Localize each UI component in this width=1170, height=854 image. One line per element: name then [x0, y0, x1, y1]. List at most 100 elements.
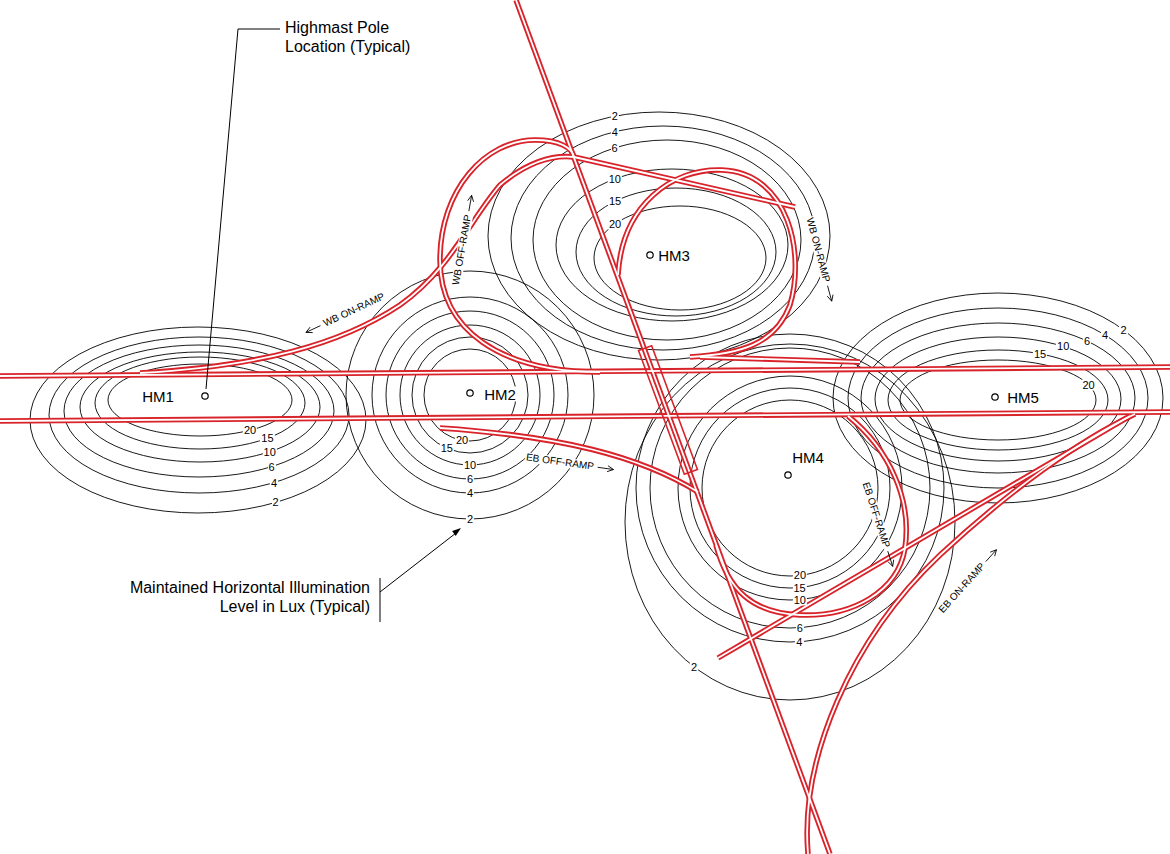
lux-value-holder: 4 [466, 488, 474, 499]
ramp-label: WB OFF-RAMP [451, 213, 474, 287]
pole-label-holder: HM3 [657, 248, 691, 263]
lux-value: 4 [466, 488, 474, 499]
pole-label: HM2 [483, 387, 517, 402]
lux-contour [64, 345, 334, 477]
ramp-label: WB ON-RAMP [321, 291, 387, 329]
lux-value-holder: 2 [272, 497, 280, 508]
pole-symbols [202, 252, 998, 478]
ramp-label-holder: WB ON-RAMP [804, 216, 831, 284]
lux-value: 6 [267, 461, 275, 472]
ramp-label: EB OFF-RAMP [524, 452, 595, 472]
lux-value: 20 [793, 570, 807, 581]
highmast-pole [467, 390, 473, 396]
highmast-pole [992, 394, 998, 400]
lux-value: 4 [795, 636, 803, 647]
direction-arrow [990, 550, 996, 556]
ramp-label: EB OFF-RAMP [860, 480, 891, 550]
lux-contour [848, 308, 1148, 488]
leader-line [380, 533, 456, 592]
pole-label: HM1 [141, 389, 175, 404]
ramp-label-holder: EB OFF-RAMP [524, 452, 595, 472]
lux-contour [556, 169, 788, 321]
lux-value: 2 [466, 514, 474, 525]
lux-contour [95, 357, 305, 449]
lux-value: 2 [1119, 324, 1127, 335]
ramp-label: EB ON-RAMP [936, 560, 987, 615]
lux-value: 20 [243, 425, 257, 436]
highmast-pole [647, 252, 653, 258]
lux-value-holder: 20 [455, 435, 469, 446]
direction-arrow [607, 466, 613, 472]
callout-leaders [206, 29, 456, 622]
callout-bracket [380, 578, 381, 622]
ramp-label: WB ON-RAMP [804, 216, 831, 284]
lux-value-holder: 4 [1101, 329, 1109, 340]
lux-value: 15 [608, 196, 622, 207]
lux-value-holder: 15 [792, 582, 806, 593]
pole-location-callout: Highmast Pole Location (Typical) [285, 18, 435, 56]
lux-value-holder: 4 [795, 636, 803, 647]
lux-contour [678, 376, 902, 600]
direction-arrow [468, 195, 474, 201]
lux-value: 20 [608, 218, 622, 229]
pole-label-holder: HM2 [483, 387, 517, 402]
lux-contour [49, 337, 349, 493]
ramp-label-holder: WB OFF-RAMP [451, 213, 474, 287]
lux-value: 2 [690, 661, 698, 672]
lux-contour [346, 271, 594, 519]
lux-value: 4 [270, 477, 278, 488]
leader-arrowhead [452, 528, 461, 536]
lux-level-callout-holder: Maintained Horizontal Illumination Level… [108, 578, 370, 616]
lux-value: 10 [793, 594, 807, 605]
lux-value: 15 [440, 443, 454, 454]
lux-contour [861, 323, 1135, 473]
lux-value: 2 [611, 111, 619, 122]
lux-value-holder: 6 [611, 142, 619, 153]
direction-arrow [306, 326, 321, 333]
leader-line [206, 29, 280, 389]
lux-value-holder: 10 [793, 594, 807, 605]
lux-contours [30, 112, 1163, 700]
lux-value: 10 [263, 446, 277, 457]
lux-value: 4 [1101, 329, 1109, 340]
lux-value-holder: 15 [440, 443, 454, 454]
lux-value: 20 [455, 435, 469, 446]
highmast-pole [202, 393, 208, 399]
lux-value-holder: 15 [260, 433, 274, 444]
lux-value-holder: 15 [1033, 348, 1047, 359]
lux-contour [533, 140, 801, 340]
lux-value: 6 [1083, 335, 1091, 346]
lux-value: 15 [792, 582, 806, 593]
lux-value: 15 [1033, 348, 1047, 359]
lux-value-holder: 10 [608, 173, 622, 184]
ramp-label-holder: EB ON-RAMP [936, 560, 987, 615]
lux-value-holder: 4 [270, 477, 278, 488]
lux-value-holder: 4 [611, 126, 619, 137]
lux-value: 6 [466, 474, 474, 485]
lux-contour [900, 360, 1096, 440]
lux-contour [702, 400, 878, 576]
lux-value: 10 [1056, 341, 1070, 352]
lux-contour [833, 293, 1163, 503]
lux-value-holder: 6 [1083, 335, 1091, 346]
lux-level-callout: Maintained Horizontal Illumination Level… [108, 578, 370, 616]
lux-value-holder: 20 [243, 425, 257, 436]
lux-value: 6 [611, 142, 619, 153]
lux-value-holder: 6 [267, 461, 275, 472]
lux-value: 10 [463, 460, 477, 471]
lux-value-holder: 2 [611, 111, 619, 122]
lux-value-holder: 6 [466, 474, 474, 485]
direction-arrow [888, 551, 893, 566]
lux-value: 20 [1081, 379, 1095, 390]
lux-value-holder: 2 [1119, 324, 1127, 335]
lux-value-holder: 20 [608, 218, 622, 229]
direction-arrow [888, 560, 894, 567]
pole-location-callout-holder: Highmast Pole Location (Typical) [285, 18, 435, 56]
pole-label: HM3 [657, 248, 691, 263]
lux-value-holder: 10 [1056, 341, 1070, 352]
